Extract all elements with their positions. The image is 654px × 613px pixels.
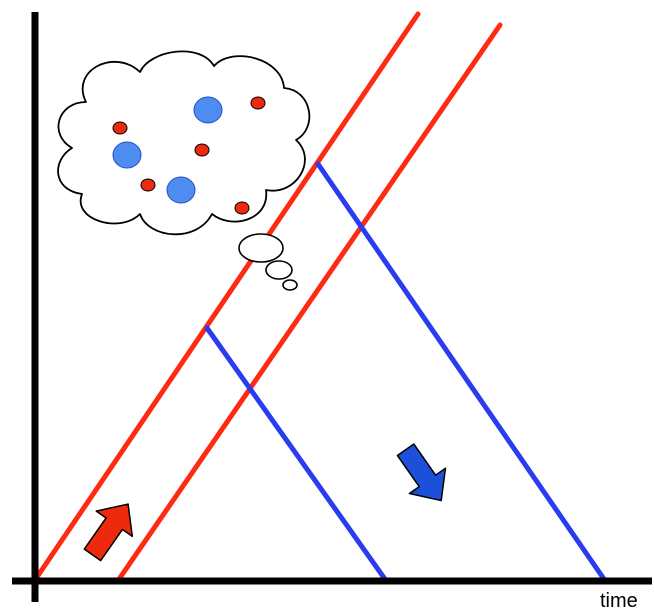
thought-trail-bubble-small xyxy=(282,279,298,291)
red-particle xyxy=(140,178,156,192)
blue-particle xyxy=(112,141,142,169)
blue-worldline-lower xyxy=(204,325,390,585)
red-particle xyxy=(250,96,266,110)
blue-worldline-upper xyxy=(315,161,609,585)
x-axis-label: time xyxy=(600,590,638,612)
red-worldline-right xyxy=(114,22,503,585)
blue-particle xyxy=(166,176,196,204)
thought-trail-bubble-large xyxy=(238,233,284,263)
red-particle xyxy=(234,201,250,215)
up-right-arrow-icon xyxy=(83,503,134,562)
down-right-arrow-icon xyxy=(396,443,447,502)
blue-particle xyxy=(193,96,223,124)
thought-trail-bubble-medium xyxy=(265,260,293,280)
red-worldline-left xyxy=(32,11,421,583)
red-particle xyxy=(194,143,210,157)
thought-bubble-icon xyxy=(57,50,311,236)
red-particle xyxy=(112,121,128,135)
thought-cloud-outline xyxy=(57,50,311,236)
